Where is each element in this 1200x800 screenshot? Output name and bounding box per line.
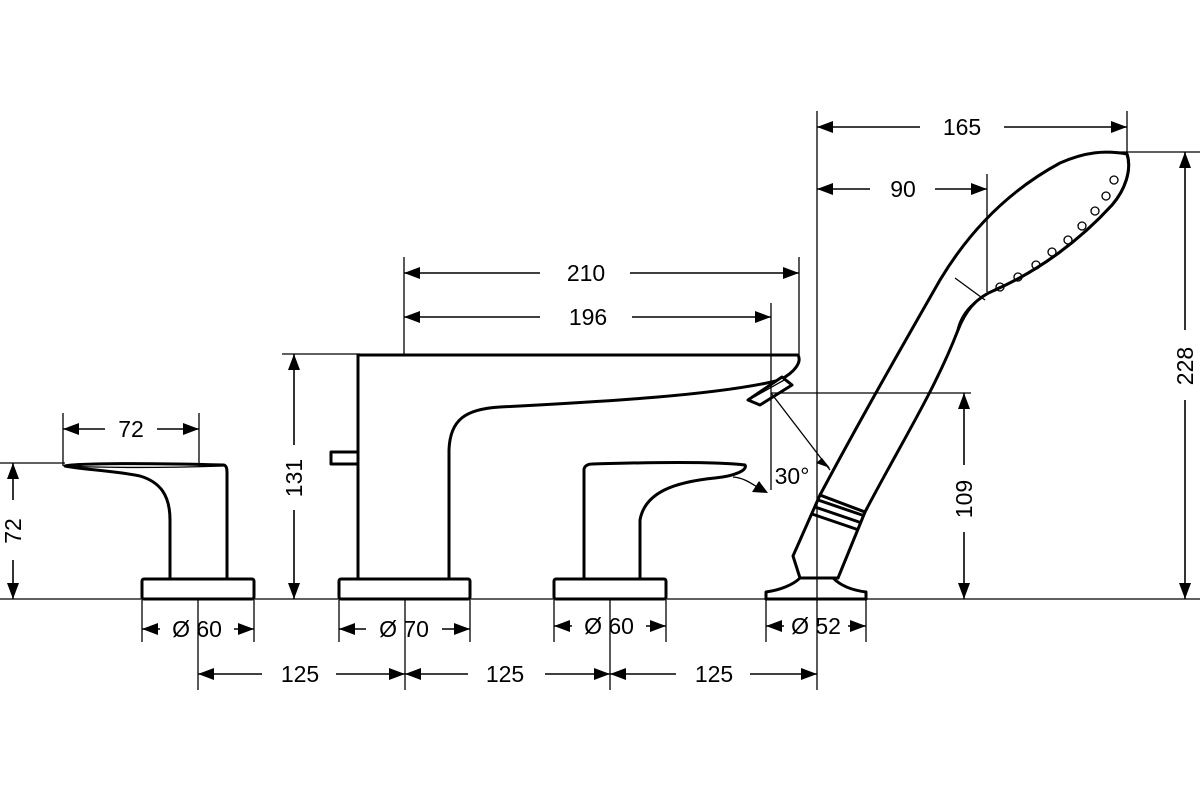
dim-shower-height: 228	[1108, 151, 1200, 599]
dim-shower-offset: 90	[817, 174, 988, 292]
spout-body	[356, 353, 801, 581]
label-spout-height: 131	[281, 459, 307, 497]
spout-base	[337, 577, 472, 601]
dim-right-base-diameter: Ø 60	[553, 600, 667, 642]
shower-base	[764, 576, 868, 601]
left-handle-lever	[64, 465, 225, 469]
label-spacing-1: 125	[281, 661, 319, 687]
label-left-handle-height: 72	[0, 518, 26, 544]
label-spacing-3: 125	[695, 661, 733, 687]
dim-shower-base-diameter: Ø 52	[765, 600, 867, 642]
shower-grip-rings	[810, 498, 864, 531]
right-handle-base	[552, 577, 668, 601]
right-handle	[552, 461, 747, 601]
shower-face	[956, 152, 1131, 332]
dim-outlet-height: 109	[951, 393, 977, 599]
shower-nozzles	[995, 175, 1119, 292]
label-shower-base-diameter: Ø 52	[791, 613, 841, 639]
dim-spout-length-outer: 210	[403, 257, 800, 356]
label-outlet-height: 109	[951, 480, 977, 518]
dim-spout-height: 131	[281, 353, 360, 599]
dim-left-handle-width: 72	[62, 413, 200, 466]
left-handle-body	[63, 462, 229, 581]
dim-shower-width: 165	[816, 111, 1128, 690]
left-handle-base	[140, 577, 256, 601]
bath-spout	[329, 353, 801, 601]
right-handle-body	[582, 461, 747, 581]
label-spout-length-outer: 210	[567, 260, 605, 286]
dim-spacing: 125 125 125	[197, 600, 817, 690]
label-left-handle-width: 72	[118, 416, 144, 442]
label-right-base-diameter: Ø 60	[584, 613, 634, 639]
dim-spout-length-inner: 196	[404, 303, 772, 490]
dim-left-base-diameter: Ø 60	[141, 600, 255, 642]
shower-centerline	[954, 277, 986, 301]
spout-aerator-ring	[753, 378, 787, 398]
label-shower-height: 228	[1172, 347, 1198, 385]
label-left-base-diameter: Ø 60	[172, 616, 222, 642]
dim-spout-angle: 30°	[732, 392, 971, 493]
dim-left-handle-height: 72	[0, 462, 65, 599]
label-shower-width: 165	[943, 114, 981, 140]
left-handle	[63, 462, 256, 601]
label-spout-length-inner: 196	[569, 304, 607, 330]
diverter-knob	[329, 450, 361, 466]
hand-shower	[764, 150, 1131, 601]
label-spout-base-diameter: Ø 70	[379, 616, 429, 642]
label-shower-offset: 90	[890, 176, 916, 202]
dim-spout-base-diameter: Ø 70	[338, 600, 471, 642]
label-spacing-2: 125	[486, 661, 524, 687]
label-spout-angle: 30°	[775, 463, 810, 489]
